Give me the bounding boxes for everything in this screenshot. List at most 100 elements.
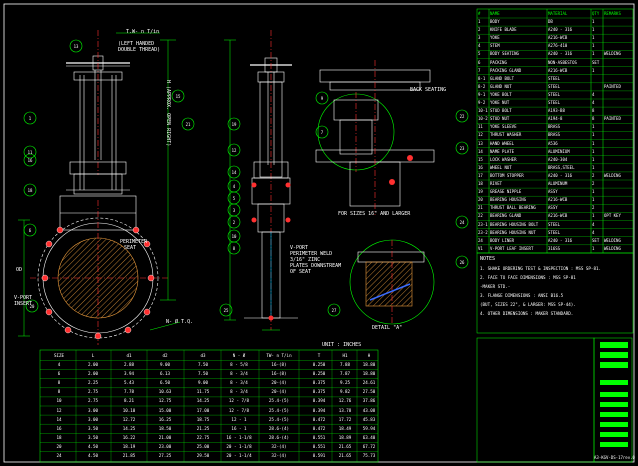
bubble-number: 3	[232, 207, 236, 213]
bom-cell: STEEL	[548, 100, 561, 105]
dim-cell: 0.394	[312, 407, 326, 413]
bom-cell: BRASS,STEEL	[548, 164, 575, 170]
dim-cell: 15.00	[158, 407, 172, 413]
bubble-number: 8	[232, 245, 236, 251]
dimension-lines-front	[18, 32, 181, 337]
dim-cell: 16 - 1	[231, 425, 247, 431]
bubble-number: 12	[231, 147, 237, 153]
vport-weld-3: 3/16" ZINC	[290, 257, 321, 263]
dim-cell: 6.13	[159, 371, 171, 377]
dim-cell: 12.75	[158, 398, 172, 404]
bom-cell: BOTTOM STOPPER	[490, 172, 524, 178]
dim-cell: 18.80	[362, 371, 376, 377]
bom-cell: BEARING GLAND	[490, 213, 522, 219]
dim-cell: 18.89	[338, 434, 352, 440]
bom-cell: 4	[478, 43, 481, 49]
bom-cell: 2	[592, 172, 595, 178]
bom-cell: 1	[592, 156, 595, 162]
dim-cell: 8	[57, 380, 61, 386]
bom-cell: WELDING	[604, 51, 621, 57]
bom-cell: BRASS	[548, 132, 561, 138]
bom-cell: 1	[592, 43, 595, 49]
bom-cell: GLAND BOLT	[490, 75, 515, 81]
dim-cell: 8 - 3/4	[230, 389, 248, 395]
bom-header-cell: QTY	[592, 11, 600, 16]
dim-cell: 20-(4)	[271, 380, 287, 386]
dim-cell: 28.6-(4)	[268, 425, 290, 431]
bom-cell: 1	[592, 189, 595, 195]
dim-header-cell: TW- n T/in	[266, 353, 292, 358]
bom-header-cell: NAME	[490, 11, 500, 16]
note-line: 1. SHAKE ORDERING TEST & INSPECTION : MS…	[480, 266, 602, 271]
dim-cell: 12 - 7/8	[228, 407, 250, 413]
bom-cell: YOKE	[490, 35, 500, 41]
bom-cell: 4	[592, 91, 595, 97]
dim-cell: 20 - 1-1/4	[226, 453, 252, 458]
bom-cell: A536	[548, 140, 558, 146]
vport-weld-2: PERIMETER WELD	[290, 251, 333, 257]
dim-cell: 2.25	[87, 380, 99, 386]
note-line: -MAKER STD.-	[480, 284, 511, 289]
od-label: OD	[16, 267, 23, 273]
dim-cell: 16.22	[122, 434, 136, 440]
bom-cell: ALUMINUM	[548, 181, 568, 186]
dim-cell: 20 - 1-1/8	[226, 443, 252, 449]
bubble-number: 11	[27, 149, 33, 155]
side-view-bolts	[251, 182, 291, 321]
dim-cell: 14.25	[122, 425, 136, 431]
dim-cell: 0.472	[312, 416, 326, 422]
bom-cell: 8	[592, 116, 595, 122]
bubble-number: 13	[73, 43, 79, 49]
bom-cell: A240 - 316	[548, 237, 573, 243]
dim-header-cell: d1	[126, 353, 132, 358]
dim-cell: 4.50	[87, 453, 99, 458]
dim-cell: 22.75	[196, 434, 210, 440]
bom-header-cell: MATERIAL	[548, 11, 568, 16]
bom-cell: V1	[478, 245, 483, 251]
back-seating-label: BACK SEATING	[410, 87, 447, 93]
bom-cell: 4	[592, 100, 595, 105]
dim-cell: 32-(4)	[271, 443, 287, 449]
bom-cell: 1	[592, 19, 595, 24]
vport-insert-2: INSERT	[14, 301, 33, 307]
bom-cell: A240-304	[548, 156, 568, 162]
dim-cell: 21.00	[158, 434, 172, 440]
dim-cell: 2.00	[87, 362, 99, 367]
bom-cell: STEM	[490, 43, 500, 49]
callout-top-3: DOUBLE THREAD)	[118, 47, 161, 53]
large-size-bolts	[389, 155, 413, 185]
dim-cell: 9.00	[197, 380, 209, 386]
bom-cell: GREASE NIPPLE	[490, 189, 522, 195]
dim-h-label: H (APPROX. OPEN RIGHT)	[165, 80, 171, 147]
bom-cell: STEEL	[548, 91, 561, 97]
dim-cell: 7.50	[197, 362, 209, 367]
bom-cell: 13	[478, 140, 483, 146]
bom-cell: 24	[478, 237, 483, 243]
bom-cell: A216-WCB	[548, 213, 568, 219]
dim-cell: 8	[57, 389, 61, 395]
dim-cell: 18.75	[196, 416, 210, 422]
bubble-number: 2	[232, 219, 236, 225]
bubble-number: 23	[459, 145, 465, 151]
bom-cell: 1	[592, 164, 595, 170]
bom-cell: 1	[592, 148, 595, 154]
bom-cell: ASSY	[548, 205, 558, 211]
callout-top-2: (LEFT HANDED	[118, 41, 155, 47]
dim-cell: 12	[56, 407, 62, 413]
bom-cell: STUD NUT	[490, 116, 510, 122]
bom-cell: 17	[478, 172, 483, 178]
bom-cell: 9-2	[478, 100, 486, 105]
title-block	[476, 337, 633, 463]
bom-cell: A216-WCB	[548, 197, 568, 203]
dim-cell: 3.94	[123, 371, 135, 377]
bom-cell: 1	[592, 124, 595, 130]
dim-header-cell: H	[367, 353, 371, 358]
dim-header-cell: L	[91, 353, 95, 358]
dim-cell: 0.591	[312, 453, 326, 458]
detail-a	[349, 239, 435, 325]
dim-cell: 75.73	[362, 453, 376, 458]
bom-cell: 8-1	[478, 75, 486, 81]
for-sizes-label: FOR SIZES 16" AND LARGER	[338, 211, 411, 217]
vport-weld-4: PLATES DOWNSTREAM	[290, 263, 342, 269]
